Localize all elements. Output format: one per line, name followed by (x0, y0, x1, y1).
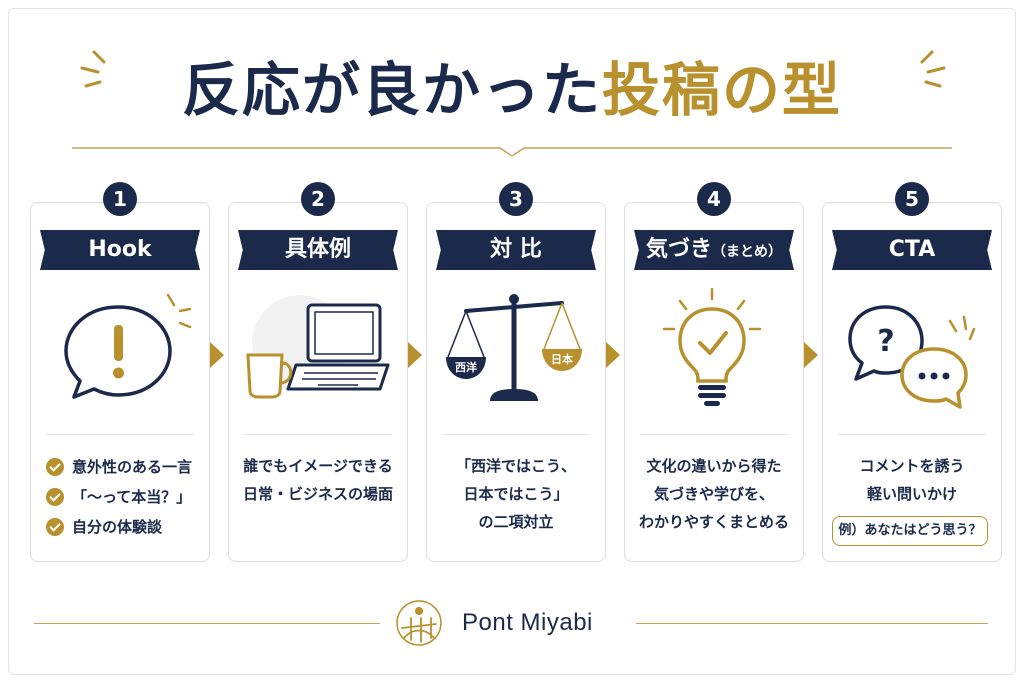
title-part-navy: 反応が良かった (181, 56, 602, 124)
footer-line-right (636, 623, 988, 624)
separator-5 (838, 434, 986, 435)
question-chat-bubbles-icon: ? (848, 305, 976, 409)
separator-3 (442, 434, 590, 435)
step-description-3: 「西洋ではこう、 日本ではこう」 の二項対立 (455, 457, 576, 531)
check-circle-icon (46, 488, 64, 506)
step-label-2: 具体例 (238, 230, 398, 270)
step-number-2: 2 (301, 182, 335, 216)
step-label-3: 対 比 (436, 230, 596, 270)
svg-text:?: ? (877, 324, 894, 359)
hook-checklist: 意外性のある一言 「〜って本当？」 自分の体験談 (46, 452, 192, 542)
step-label-1: Hook (40, 230, 200, 270)
pont-miyabi-logo-icon (396, 600, 442, 646)
speech-bubble-exclamation-icon (64, 293, 192, 399)
page-title: 反応が良かった投稿の型 (0, 52, 1024, 128)
step-description-2: 誰でもイメージできる 日常・ビジネスの場面 (242, 457, 393, 503)
balance-scale-icon (446, 294, 582, 401)
check-item: 自分の体験談 (46, 512, 192, 542)
flow-arrow-2 (408, 342, 422, 368)
sparkle-right-icon (920, 50, 946, 88)
separator-2 (244, 434, 392, 435)
step-number-1: 1 (103, 182, 137, 216)
title-divider (72, 147, 952, 156)
step-number-4: 4 (697, 182, 731, 216)
laptop-coffee-icon (246, 295, 390, 399)
sparkle-left-icon (80, 50, 106, 88)
footer-brand-name: Pont Miyabi (462, 609, 593, 636)
step-label-4: 気づき（まとめ） (634, 230, 794, 270)
example-question-pill: 例）あなたはどう思う？ (832, 516, 988, 546)
step-number-3: 3 (499, 182, 533, 216)
check-item: 「〜って本当？」 (46, 482, 192, 512)
flow-arrow-3 (606, 342, 620, 368)
step-number-5: 5 (895, 182, 929, 216)
separator-4 (640, 434, 788, 435)
separator-1 (46, 434, 194, 435)
flow-arrow-4 (804, 342, 818, 368)
footer-line-left (34, 623, 380, 624)
flow-arrow-1 (210, 342, 224, 368)
check-circle-icon (46, 518, 64, 536)
check-item: 意外性のある一言 (46, 452, 192, 482)
scale-right-label: 日本 (551, 353, 573, 366)
check-circle-icon (46, 458, 64, 476)
step-label-5: CTA (832, 230, 992, 270)
title-part-gold: 投稿の型 (602, 56, 843, 124)
step-description-5: コメントを誘う 軽い問いかけ (859, 457, 965, 503)
step-description-4: 文化の違いから得た 気づきや学びを、 わかりやすくまとめる (638, 457, 789, 531)
scale-left-label: 西洋 (455, 361, 477, 374)
lightbulb-check-icon (662, 287, 762, 406)
